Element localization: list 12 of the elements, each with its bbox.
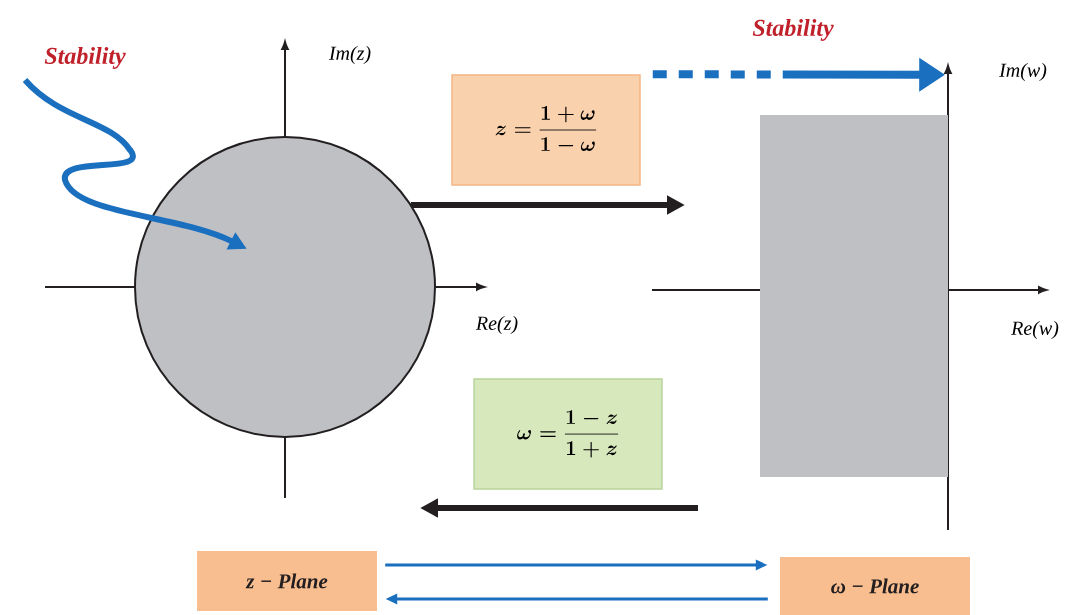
axis-label: Im(w)	[999, 62, 1047, 82]
axis-label: Re(z)	[475, 315, 518, 335]
axis-label: Im(z)	[328, 45, 371, 65]
formula-box: $\omega=\frac{1-z}{1+z}$	[473, 378, 663, 490]
stability-text: Stability	[44, 47, 126, 69]
edge-label: Stability	[752, 19, 834, 41]
unit-disc	[134, 136, 436, 438]
axis-label: Re(w)	[1011, 320, 1059, 340]
plane-box: ω − Plane	[780, 557, 970, 615]
plane-box: z − Plane	[197, 551, 377, 611]
formula-box: $z=\frac{1+\omega}{1-\omega}$	[451, 74, 641, 186]
half-plane-region	[760, 115, 948, 477]
